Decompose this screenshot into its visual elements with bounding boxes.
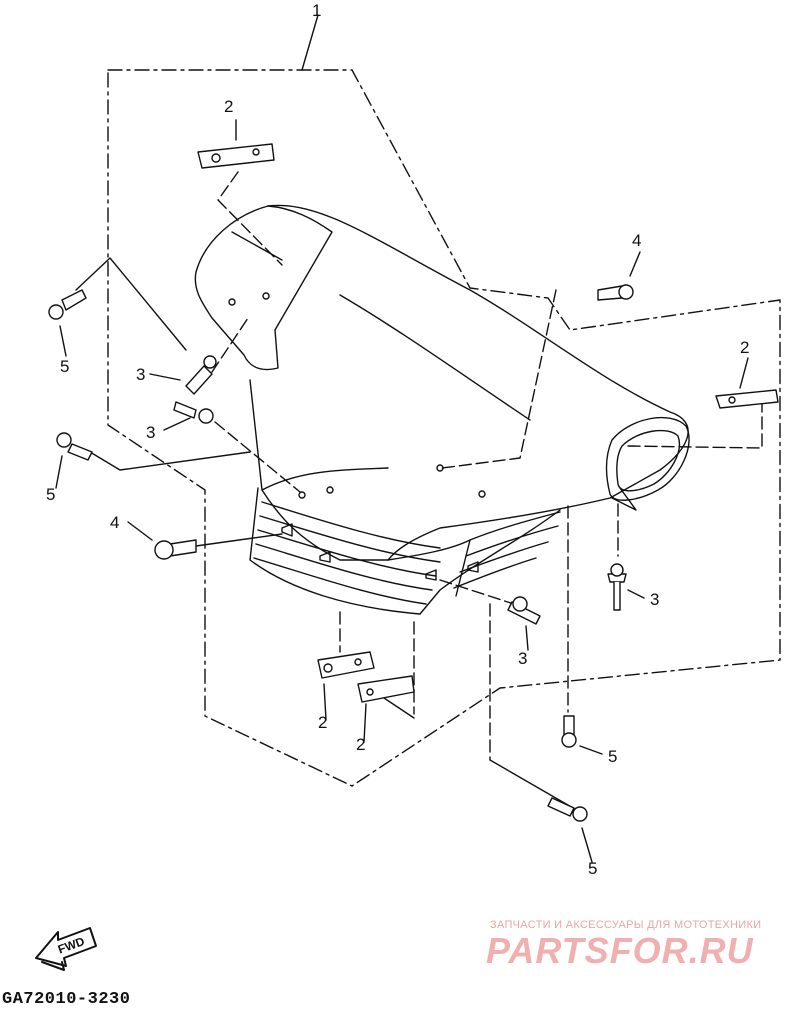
grille-rib [465,525,559,557]
leader-part-4-right [441,289,557,469]
fwd-arrow-icon [35,927,97,971]
bolt [547,797,588,822]
leader-part-3-mid [214,421,301,493]
callout-2: 2 [318,713,327,732]
clip-nut [197,143,275,169]
watermark-brand: PARTSFOR.RU [486,930,754,971]
leader-part-5-mid [89,451,251,471]
clip-nut [317,651,375,679]
grille-rib [453,557,537,589]
bolt [48,289,87,320]
leader-part-4-left [195,533,283,547]
windshield [194,205,333,371]
watermark-tagline: ЗАПЧАСТИ И АКСЕССУАРЫ ДЛЯ МОТОТЕХНИКИ [490,919,762,931]
clip-nut [357,675,415,703]
callout-2: 2 [740,338,749,357]
grille-rib [253,557,427,605]
callout-5: 5 [608,747,617,766]
grille-rib [257,529,437,577]
callout-5: 5 [588,859,597,878]
headlight-opening-outer [605,416,690,501]
cowl-lower-edge [261,467,389,491]
rivet [185,355,217,395]
bolt [561,715,577,748]
cowl-body [249,204,689,561]
leader-part-2-right [627,399,763,449]
leader-part-2-top [217,171,283,266]
callout-3: 3 [146,423,155,442]
callout-2: 2 [356,735,365,754]
clip-nut [715,389,779,409]
grille-outline [249,487,561,615]
screw [597,284,634,301]
callout-5: 5 [60,357,69,376]
grille-rib [259,515,441,563]
windshield-edge [231,231,283,261]
cowl-crease [339,294,531,421]
leader-part-3-lower [439,579,521,607]
part-code: GA72010-3230 [2,990,131,1009]
grille-rib [469,511,561,541]
callout-1: 1 [312,1,321,20]
assembly-boundary-outline [107,69,781,787]
rivet [607,563,627,611]
headlight-opening-inner [616,429,681,492]
screw [154,539,197,560]
rivet [507,596,541,625]
callout-3: 3 [650,590,659,609]
callout-3: 3 [136,365,145,384]
bolt [56,432,93,461]
rivet [173,401,214,424]
callout-2: 2 [224,97,233,116]
grille-rib [255,543,433,591]
callout-4: 4 [110,513,119,532]
grille-rib [261,501,441,549]
callout-5: 5 [46,485,55,504]
grille-rib [459,541,549,573]
leader-part-1 [301,14,319,71]
leader-part-5-top [75,257,187,351]
callout-3: 3 [518,649,527,668]
leader-part-3-top [211,317,249,373]
callout-4: 4 [632,231,641,250]
